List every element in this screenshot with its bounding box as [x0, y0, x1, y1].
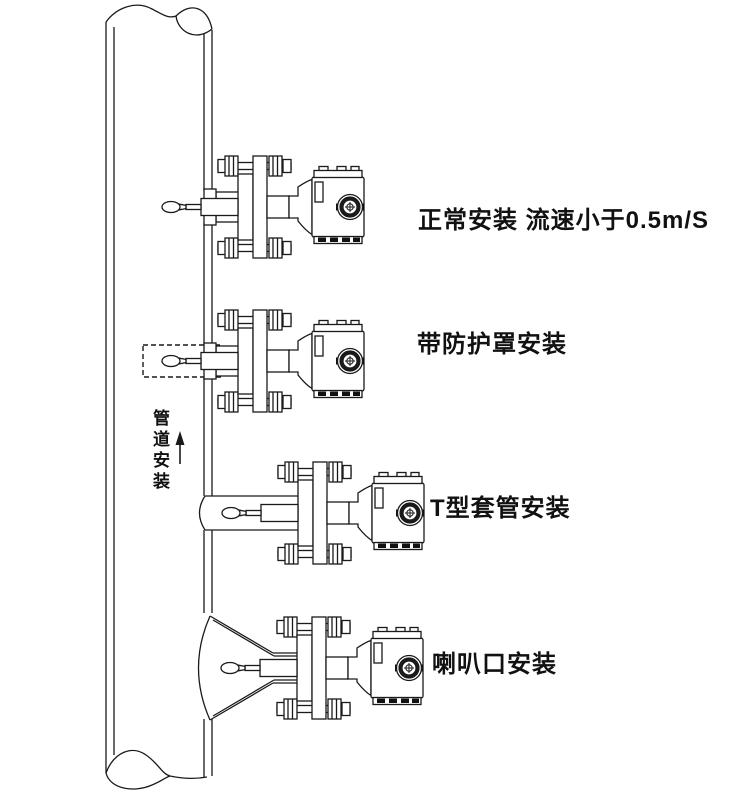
- sensor-assembly-bell-mouth: [221, 617, 423, 719]
- pipe-break-bottom: [105, 749, 208, 790]
- label-pipe-direction: 管道安装: [150, 409, 169, 493]
- label-protective-cover-install: 带防护罩安装: [417, 331, 567, 358]
- assembly-protective-cover-install: [142, 310, 364, 412]
- sensor-assembly-protective-cover: [162, 310, 364, 412]
- t-sleeve-tube: [198, 495, 313, 531]
- flow-direction-arrow-icon: [175, 431, 185, 464]
- main-pipe: [105, 4, 213, 790]
- sensor-assembly-normal: [162, 156, 364, 258]
- sensor-assembly-t-sleeve: [222, 462, 424, 564]
- diagram-root-group: [105, 4, 425, 790]
- label-normal-install: 正常安装 流速小于0.5m/S: [418, 207, 710, 234]
- label-bell-mouth-install: 喇叭口安装: [432, 651, 557, 678]
- pipe-break-top: [105, 4, 213, 36]
- label-t-sleeve-install: T型套管安装: [430, 495, 571, 522]
- assembly-normal-install: [162, 156, 364, 258]
- assembly-t-sleeve-install: [198, 462, 425, 564]
- assembly-bell-mouth-install: [197, 616, 424, 720]
